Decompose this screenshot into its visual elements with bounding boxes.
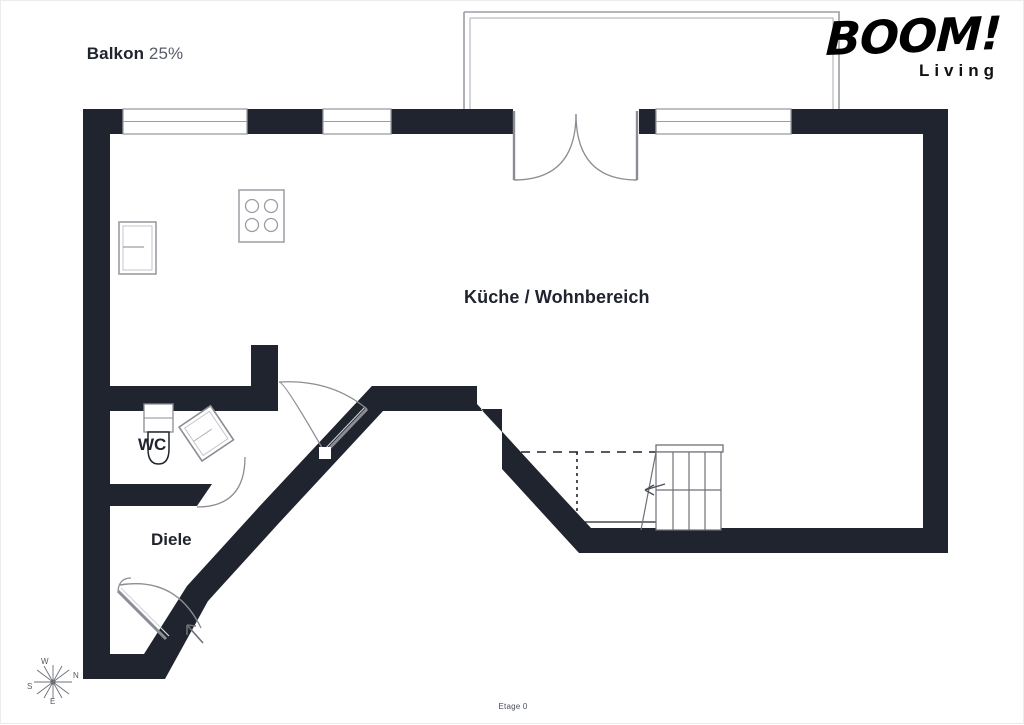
balcony-double-door — [512, 109, 639, 181]
brand-logo-wordmark: BOOM! — [824, 5, 1003, 67]
room-label-balkon-area: 25% — [148, 44, 184, 63]
compass-label-east: E — [50, 697, 56, 706]
room-label-wc: WC — [138, 435, 167, 454]
stair-direction-arrow-icon — [644, 483, 666, 496]
building-walls — [83, 109, 948, 679]
stove-4-burner-icon — [238, 189, 285, 243]
door-hall-to-living — [278, 381, 369, 459]
compass-rose-graphic — [34, 665, 72, 699]
diagonal-interior-wall — [179, 345, 656, 601]
room-label-diele: Diele — [151, 530, 192, 549]
compass-label-north: N — [73, 671, 79, 680]
entrance-arrow-icon — [186, 624, 204, 644]
room-label-balkon: Balkon 25% — [0, 44, 647, 64]
compass-rose: N S E W — [15, 649, 93, 711]
window-top-right — [655, 108, 792, 135]
window-top-mid — [322, 108, 392, 135]
entrance-door — [116, 577, 204, 644]
room-label-balkon-name: Balkon — [86, 44, 145, 63]
window-top-left — [122, 108, 248, 135]
balcony-outline — [463, 11, 840, 115]
compass-label-west: W — [41, 657, 49, 666]
interior-partitions — [110, 386, 278, 506]
compass-label-south: S — [27, 682, 33, 691]
staircase-icon — [640, 444, 724, 531]
kitchen-sink-icon — [118, 221, 157, 275]
brand-logo: BOOM! Living — [824, 5, 1003, 81]
footer-floor-label: Etage 0 — [498, 702, 528, 711]
room-label-kueche-wohnbereich: Küche / Wohnbereich — [464, 287, 650, 307]
wc-toilet-icon — [143, 403, 174, 465]
door-wc — [177, 404, 246, 508]
brand-logo-tagline: Living — [918, 60, 999, 80]
